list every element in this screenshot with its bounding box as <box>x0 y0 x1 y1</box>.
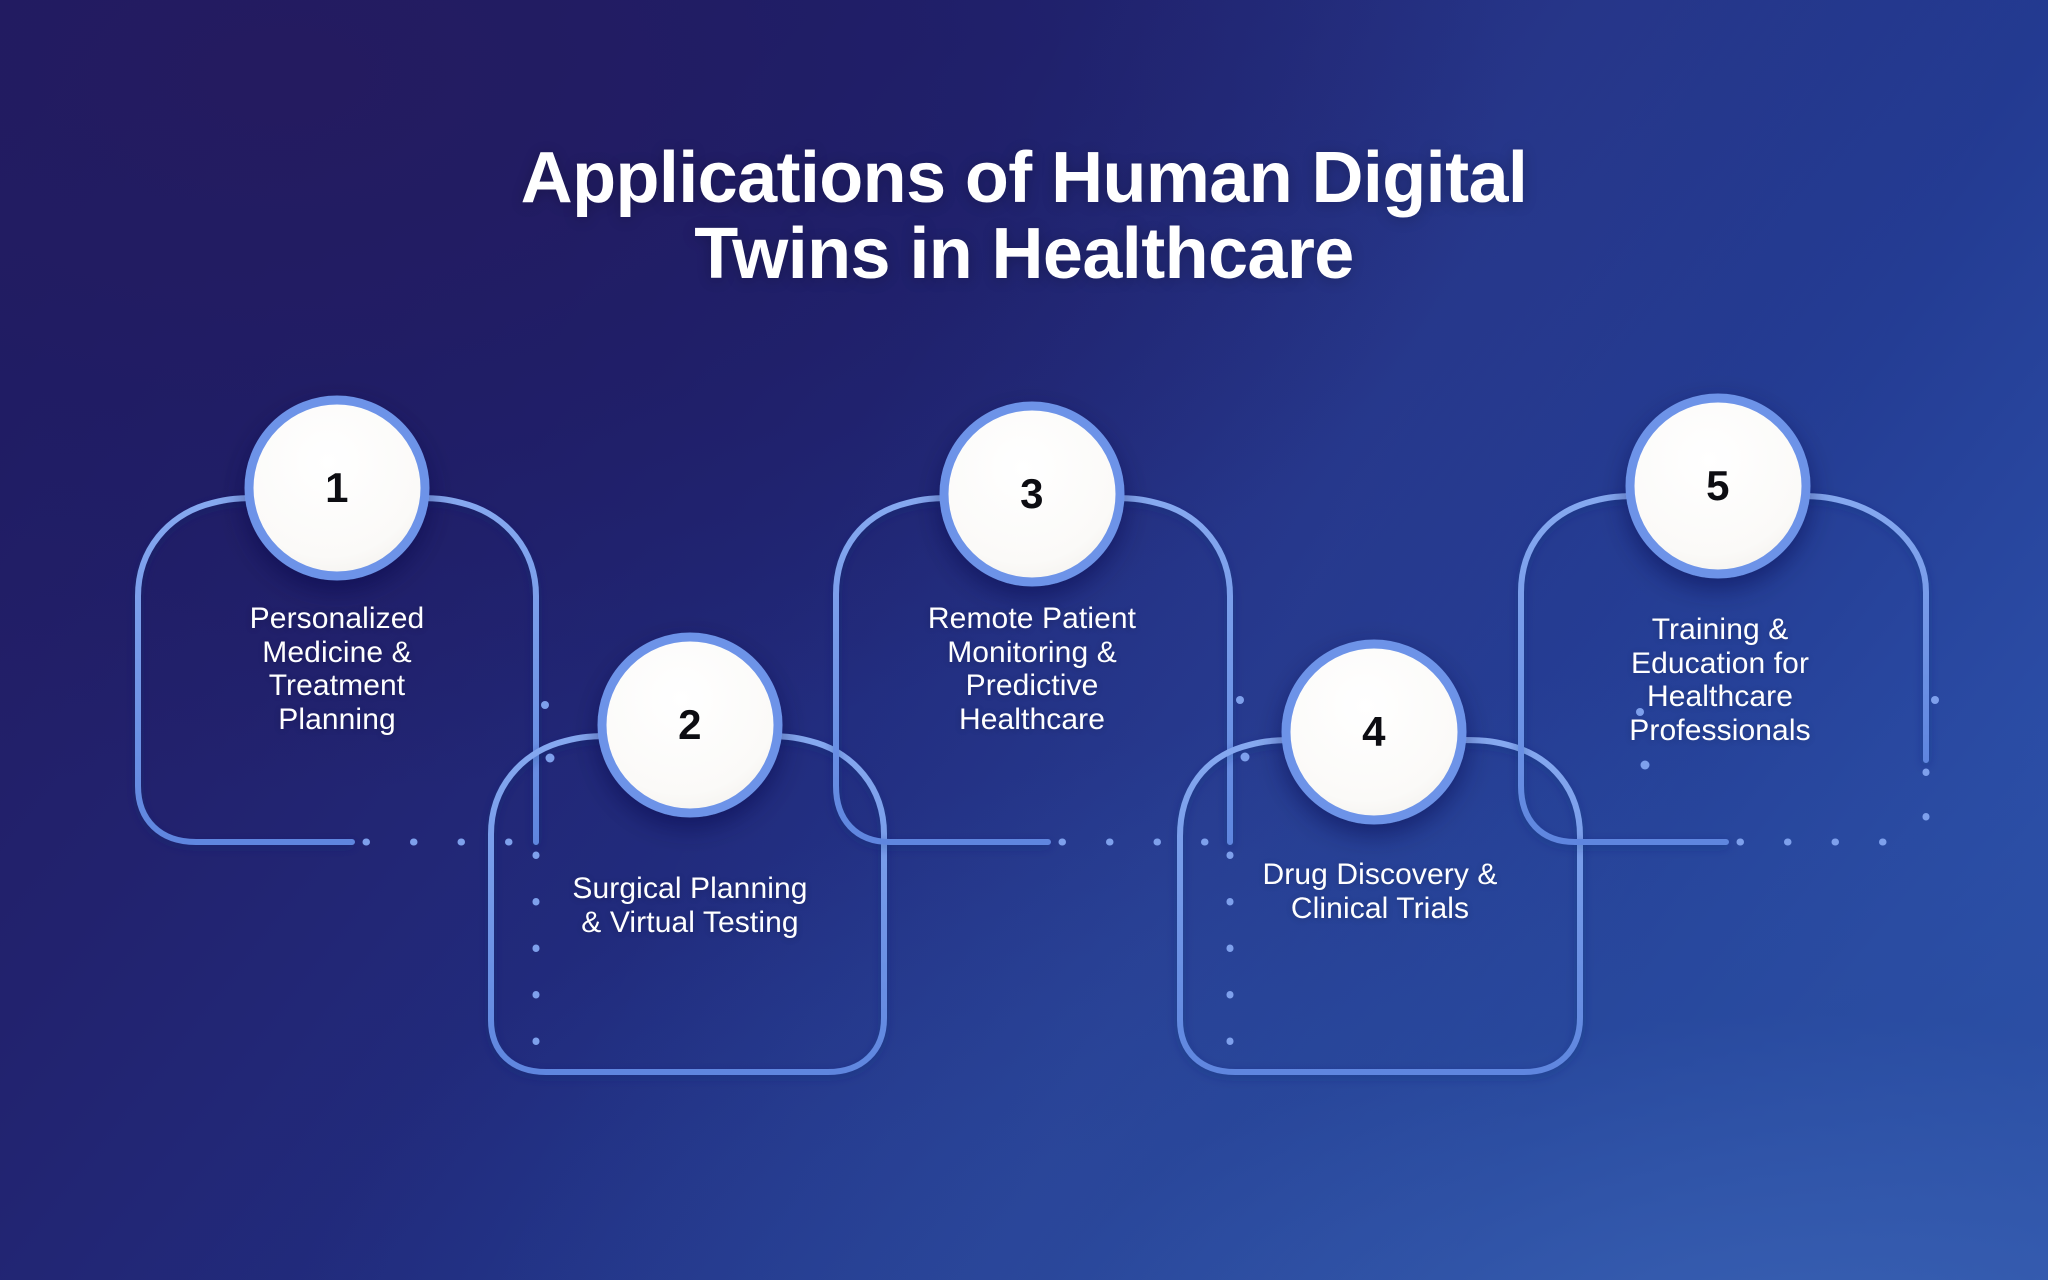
card-outline-4 <box>1177 737 1583 1075</box>
node-number-5: 5 <box>1706 462 1730 509</box>
card-label-1: Personalized Medicine & Treatment Planni… <box>249 602 425 736</box>
node-circle-2[interactable] <box>597 632 783 818</box>
page-title-line-2: Twins in Healthcare <box>694 214 1354 295</box>
card-outline-2 <box>488 733 887 1075</box>
node-number-2: 2 <box>678 701 702 748</box>
node-circle-3[interactable] <box>939 401 1125 587</box>
card-label-2: Surgical Planning & Virtual Testing <box>572 872 808 939</box>
page-title-line-1: Applications of Human Digital <box>520 138 1528 218</box>
card-label-3: Remote Patient Monitoring & Predictive H… <box>927 602 1137 736</box>
node-number-1: 1 <box>325 464 349 511</box>
card-outline-3 <box>833 495 1233 845</box>
node-number-3: 3 <box>1020 470 1044 517</box>
card-label-4: Drug Discovery & Clinical Trials <box>1262 858 1498 925</box>
card-label-5: Training & Education for Healthcare Prof… <box>1629 613 1811 747</box>
card-outline-1 <box>135 495 539 845</box>
node-circle-4[interactable] <box>1281 639 1467 825</box>
node-circle-5[interactable] <box>1625 393 1811 579</box>
node-number-4: 4 <box>1362 708 1386 755</box>
decorative-dots <box>541 696 1939 770</box>
node-circle-1[interactable] <box>244 395 430 581</box>
card-outline-5 <box>1518 493 1929 845</box>
